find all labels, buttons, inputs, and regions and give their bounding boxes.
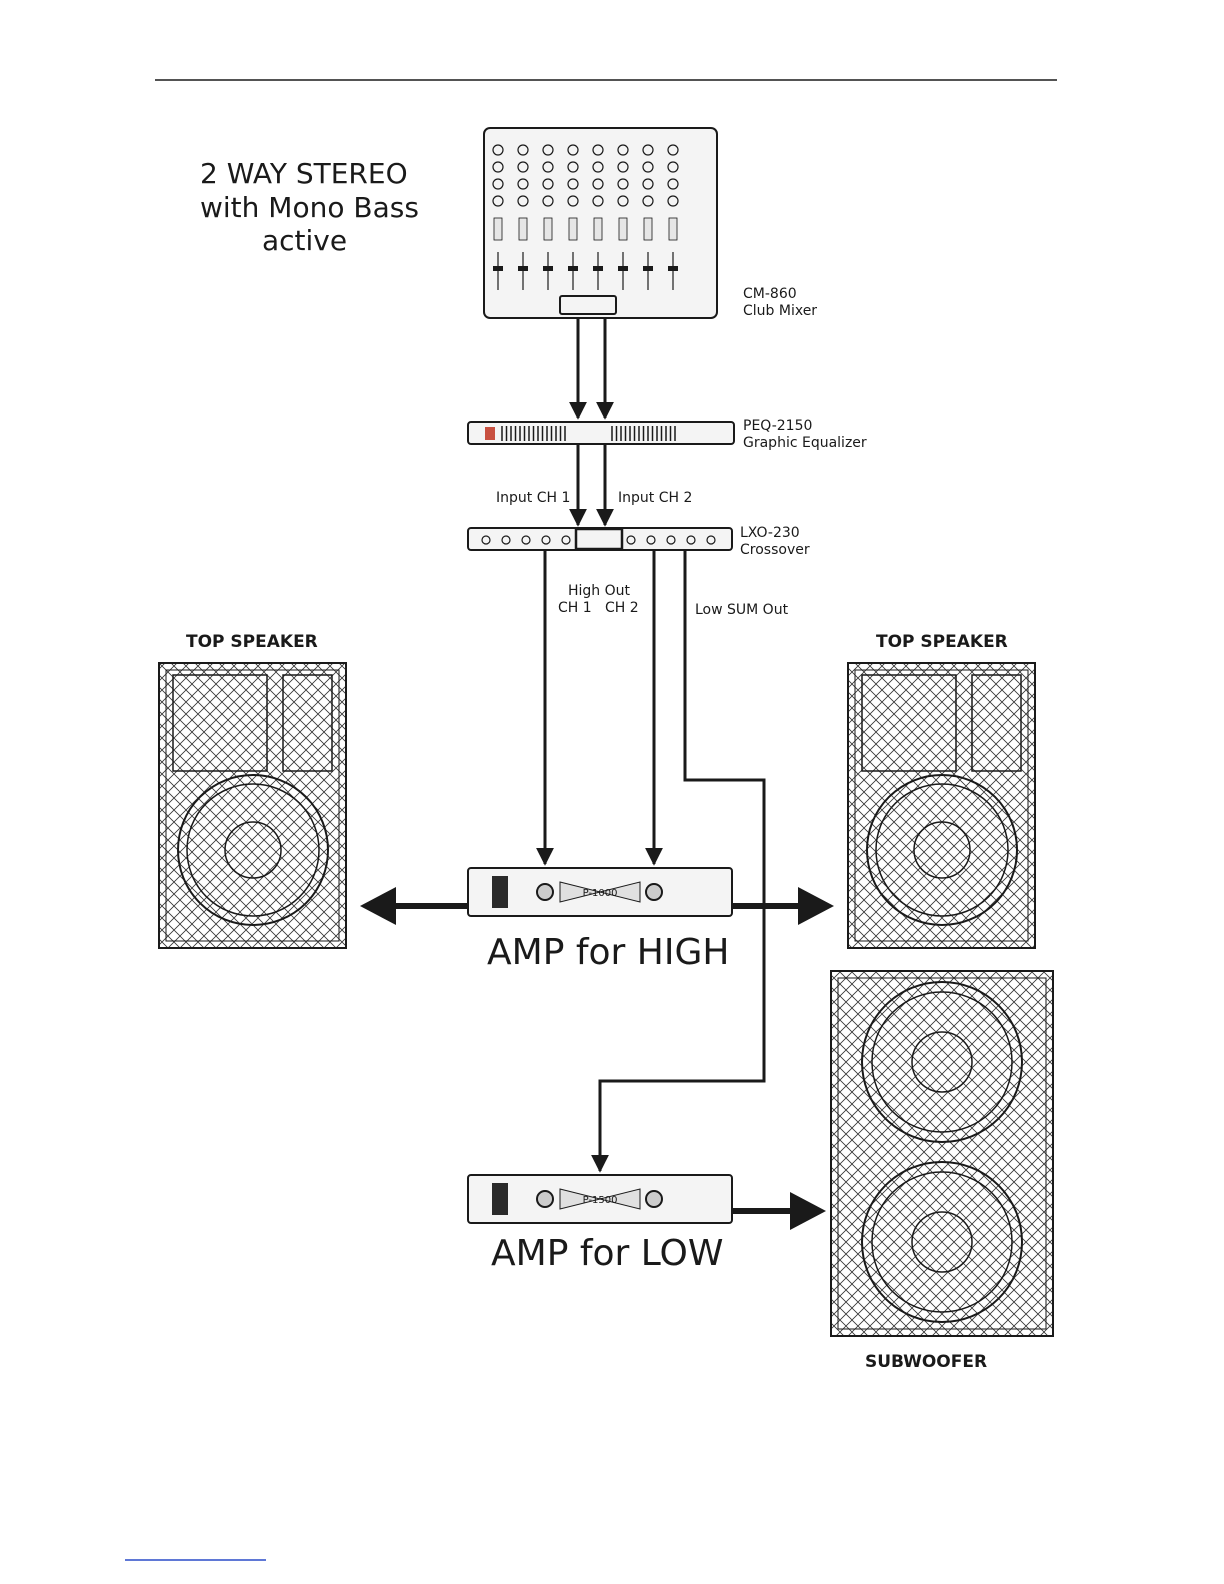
amp-low-device: P-1500 xyxy=(468,1175,732,1223)
top-speaker-left-label: TOP SPEAKER xyxy=(186,632,318,652)
diagram-title-line3: active xyxy=(262,224,347,257)
amp-low-arrowhead xyxy=(790,1192,826,1230)
amp-high-left-arrowhead xyxy=(360,887,396,925)
amp-high-right-arrowhead xyxy=(798,887,834,925)
high-ch1-label: CH 1 xyxy=(558,600,592,616)
equalizer-model-label: PEQ-2150 xyxy=(743,418,812,434)
mixer-desc-label: Club Mixer xyxy=(743,303,817,319)
mixer-device xyxy=(484,128,717,318)
subwoofer xyxy=(831,971,1053,1336)
diagram-title-line1: 2 WAY STEREO xyxy=(200,157,408,190)
equalizer-device xyxy=(468,422,734,444)
subwoofer-label: SUBWOOFER xyxy=(865,1352,987,1372)
amp-low-label: AMP for LOW xyxy=(491,1233,724,1274)
mixer-model-label: CM-860 xyxy=(743,286,797,302)
crossover-model-label: LXO-230 xyxy=(740,525,800,541)
amp-low-model: P-1500 xyxy=(583,1195,618,1206)
amp-high-model: P-1000 xyxy=(583,888,618,899)
equalizer-desc-label: Graphic Equalizer xyxy=(743,435,867,451)
crossover-desc-label: Crossover xyxy=(740,542,810,558)
crossover-device xyxy=(468,528,732,550)
top-speaker-right-label: TOP SPEAKER xyxy=(876,632,1008,652)
input-ch1-label: Input CH 1 xyxy=(496,490,570,506)
high-ch2-label: CH 2 xyxy=(605,600,639,616)
low-sum-cable xyxy=(600,550,764,1171)
amp-high-device: P-1000 xyxy=(468,868,732,916)
low-sum-label: Low SUM Out xyxy=(695,602,789,618)
top-speaker-right xyxy=(848,663,1035,948)
diagram-title-line2: with Mono Bass xyxy=(200,191,419,224)
high-out-label: High Out xyxy=(568,583,631,599)
amp-high-label: AMP for HIGH xyxy=(487,932,729,973)
top-speaker-left xyxy=(159,663,346,948)
input-ch2-label: Input CH 2 xyxy=(618,490,692,506)
